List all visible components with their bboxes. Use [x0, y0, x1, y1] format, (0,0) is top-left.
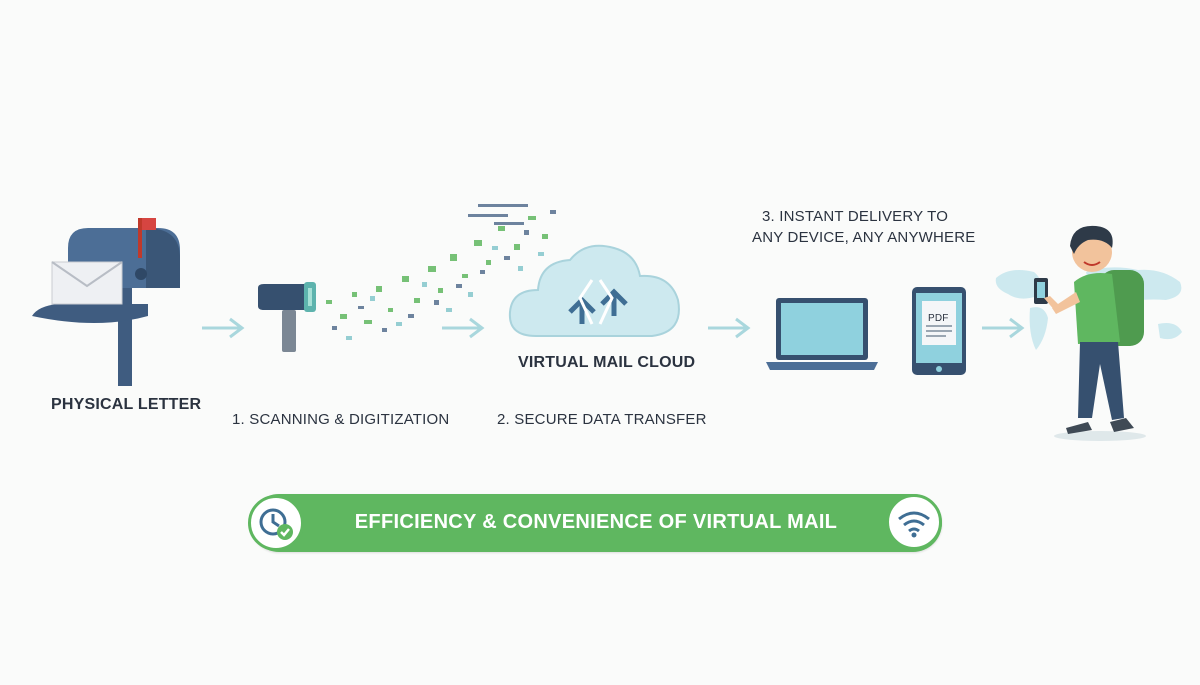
mailbox-icon [32, 218, 180, 386]
data-stream-graphic [326, 204, 556, 340]
clock-check-icon [259, 508, 293, 540]
scanning-label: 1. SCANNING & DIGITIZATION [232, 411, 450, 428]
wireless-badge [886, 494, 942, 550]
cloud-label: VIRTUAL MAIL CLOUD [518, 354, 696, 371]
cloud-icon [508, 244, 680, 337]
phone-icon [912, 287, 966, 375]
pdf-label: PDF [928, 313, 949, 324]
traveler-illustration [1034, 225, 1146, 441]
delivery-label-line1: 3. INSTANT DELIVERY TO [762, 208, 949, 225]
physical-letter-label: PHYSICAL LETTER [51, 396, 202, 413]
flow-arrow-2 [442, 317, 485, 339]
banner-text: EFFICIENCY & CONVENIENCE OF VIRTUAL MAIL [354, 511, 838, 533]
scanner-icon [258, 282, 316, 352]
flow-arrow-3 [708, 317, 751, 339]
clock-check-badge [248, 495, 304, 551]
benefit-banner: EFFICIENCY & CONVENIENCE OF VIRTUAL MAIL [250, 494, 942, 552]
transfer-label: 2. SECURE DATA TRANSFER [497, 411, 707, 428]
laptop-icon [766, 298, 878, 370]
flow-arrow-4 [982, 317, 1025, 339]
delivery-label-line2: ANY DEVICE, ANY ANYWHERE [752, 229, 976, 246]
flow-arrow-1 [202, 317, 245, 339]
wireless-icon [898, 511, 930, 538]
